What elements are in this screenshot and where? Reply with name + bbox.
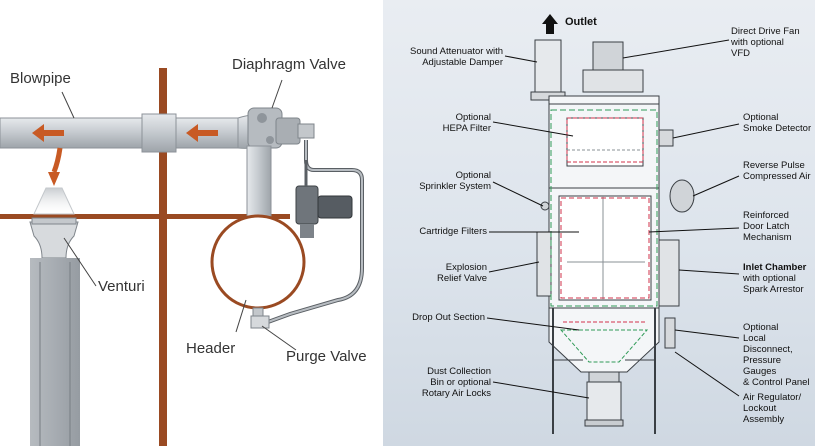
dust-collection-label: Dust Collection Bin or optional Rotary A… [383,366,491,399]
door-latch-line-1: Reinforced [743,210,789,221]
explosion-relief-line-2: Relief Valve [437,273,487,284]
sound-attenuator [534,39,562,99]
inlet-chamber-label: Inlet Chamber with optional Spark Arrest… [743,262,815,295]
direct-drive-fan-line-2: with optional [731,37,784,48]
smoke-detector-line-1: Optional [743,112,779,123]
direct-drive-fan-label: Direct Drive Fan with optional VFD [731,26,815,59]
local-disconnect-label: Optional Local Disconnect, Pressure Gaug… [743,322,815,388]
inlet-chamber [658,239,680,307]
purge-valve-label: Purge Valve [286,348,367,365]
smoke-detector-label: Optional Smoke Detector [743,112,815,134]
door-latch-label: Reinforced Door Latch Mechanism [743,210,815,243]
header-pipe [210,214,306,310]
pilot-solenoid [295,160,353,238]
sprinkler-line-2: Sprinkler System [419,181,491,192]
outlet-label: Outlet [565,16,597,28]
air-regulator-line-1: Air Regulator/ [743,392,802,403]
plenum-wall [159,68,167,446]
explosion-relief [536,231,552,297]
hepa-filter-line-1: Optional [455,112,491,123]
outlet-arrow [542,14,558,34]
flow-arrows [32,124,218,142]
cabinet-door [558,195,652,301]
local-disconnect-line-4: & Control Panel [743,377,810,388]
fan-motor [592,41,624,73]
air-regulator-line-2: Lockout Assembly [743,403,785,425]
dust-collection-line-1: Dust Collection [427,366,491,377]
explosion-relief-label: Explosion Relief Valve [383,262,487,284]
purge-valve [250,307,270,329]
local-disconnect-line-2: Local Disconnect, [743,333,793,355]
sprinkler-label: Optional Sprinkler System [383,170,491,192]
cartridge-filters-line-1: Cartridge Filters [419,226,487,237]
drop-out-label: Drop Out Section [383,312,485,323]
hepa-filter-label: Optional HEPA Filter [383,112,491,134]
reverse-pulse-line-2: Compressed Air [743,171,811,182]
control-panel [664,317,676,349]
smoke-detector-line-2: Smoke Detector [743,123,812,134]
hepa-filter [566,117,644,167]
dust-collection-line-2: Bin or optional [430,377,491,388]
local-disconnect-line-1: Optional [743,322,779,333]
pulse-jet-diagram: Blowpipe Diaphragm Valve Venturi Header … [0,0,383,446]
local-disconnect-line-3: Pressure Gauges [743,355,782,377]
pulse-jet-drawing [0,68,364,446]
blowpipe-label: Blowpipe [10,70,71,87]
sound-attenuator-label: Sound Attenuator with Adjustable Damper [383,46,503,68]
direct-drive-fan-line-3: VFD [731,48,750,59]
dust-collector-drawing [486,14,740,434]
cartridge-filters-label: Cartridge Filters [383,226,487,237]
inlet-chamber-title: Inlet Chamber [743,262,807,273]
diaphragm-valve [247,107,315,149]
door-latch-line-3: Mechanism [743,232,792,243]
sound-attenuator-line-2: Adjustable Damper [422,57,503,68]
venturi-label: Venturi [98,278,145,295]
tube-sheet [0,214,290,219]
header-label: Header [186,340,236,357]
air-regulator-label: Air Regulator/ Lockout Assembly [743,392,815,425]
hepa-filter-line-2: HEPA Filter [442,123,491,134]
collection-bin [588,371,620,383]
direct-drive-fan-line-1: Direct Drive Fan [731,26,800,37]
door-latch-line-2: Door Latch [743,221,790,232]
reverse-pulse-label: Reverse Pulse Compressed Air [743,160,815,182]
sound-attenuator-line-1: Sound Attenuator with [410,46,503,57]
explosion-relief-line-1: Explosion [445,262,487,273]
drop-out-line-1: Drop Out Section [412,312,485,323]
diaphragm-valve-label: Diaphragm Valve [232,56,346,73]
drop-out-hopper [548,307,660,373]
dust-collector-diagram: Outlet Sound Attenuator with Adjustable … [383,0,815,446]
reverse-pulse-line-1: Reverse Pulse [743,160,805,171]
sprinkler-line-1: Optional [455,170,491,181]
dust-collection-line-3: Rotary Air Locks [421,388,491,399]
inlet-chamber-line-1: with optional [743,273,796,284]
venturi [29,217,79,259]
inlet-chamber-line-2: Spark Arrestor [743,284,804,295]
